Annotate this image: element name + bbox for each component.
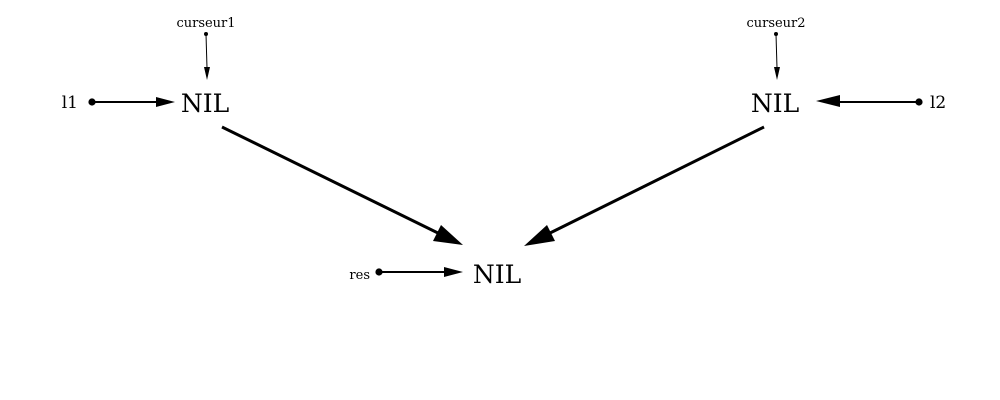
- pointer-arrow-res: [375, 267, 463, 277]
- pointer-label-res: res: [349, 268, 370, 283]
- pointer-arrow-curseur1: [204, 32, 210, 80]
- nil-node-result: NIL: [473, 260, 521, 289]
- pointer-arrow-l2: [816, 95, 923, 107]
- pointer-arrow-l1: [88, 97, 175, 107]
- pointer-label-l2: l2: [930, 93, 946, 113]
- nil-node-left: NIL: [181, 89, 229, 118]
- pointer-label-curseur2: curseur2: [746, 16, 805, 31]
- merge-arrow-left: [221, 125, 463, 245]
- pointer-arrow-curseur2: [774, 32, 780, 80]
- nil-node-right: NIL: [751, 89, 799, 118]
- merge-arrow-right: [524, 125, 765, 246]
- pointer-label-l1: l1: [62, 93, 78, 113]
- pointer-label-curseur1: curseur1: [176, 16, 235, 31]
